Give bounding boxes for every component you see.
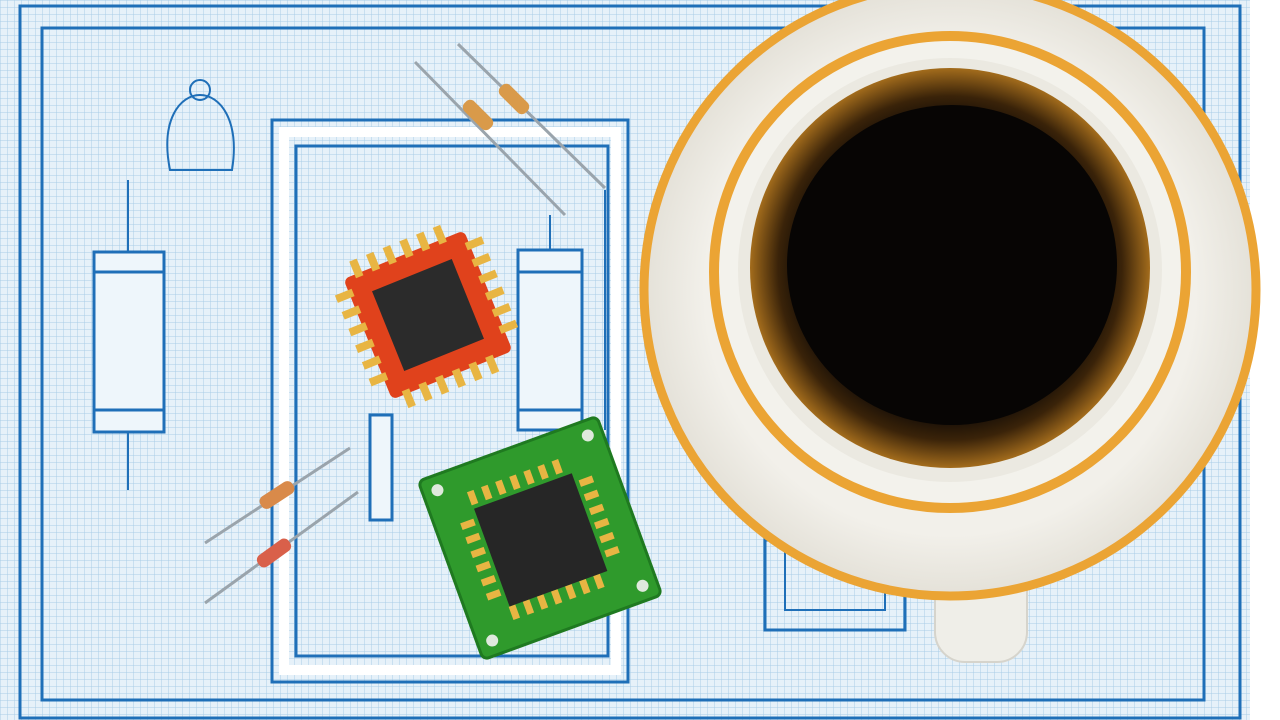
schematic-capacitor-left [92, 180, 166, 490]
resistor-top-2 [456, 42, 607, 190]
resistor-bottom-2 [204, 490, 359, 605]
schematic-symbol-top [166, 79, 235, 171]
schematic-capacitor-center [368, 190, 606, 522]
resistor-bottom-1 [204, 446, 351, 545]
coffee-cup [639, 0, 1261, 663]
red-microchip [334, 224, 519, 409]
resistor-top-1 [413, 60, 567, 217]
green-pcb-chip [418, 416, 662, 660]
